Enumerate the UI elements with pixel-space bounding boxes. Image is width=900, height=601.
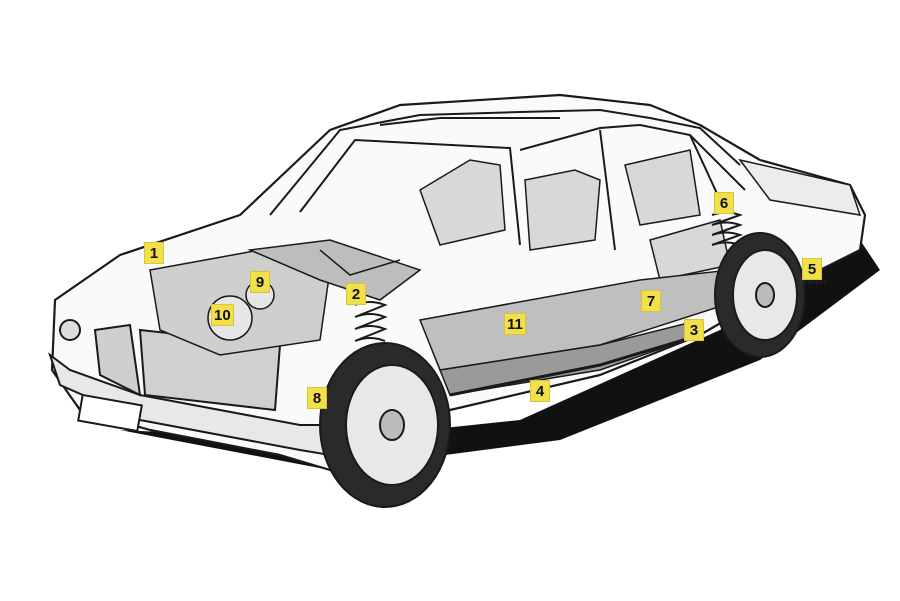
callout-2: 2 (346, 283, 366, 305)
trunk-lid (738, 158, 862, 216)
rear-wheel (714, 232, 806, 358)
callout-3: 3 (684, 319, 704, 341)
callout-1: 1 (144, 242, 164, 264)
seats (419, 149, 731, 281)
callout-6: 6 (714, 192, 734, 214)
callout-11: 11 (504, 313, 526, 335)
callout-5: 5 (802, 258, 822, 280)
signature: BEHRENS (800, 280, 827, 286)
front-wheel (319, 342, 451, 508)
roof-frame (269, 108, 746, 251)
front-end (48, 319, 331, 457)
side-trim (449, 333, 701, 397)
ground-shadow (120, 240, 880, 470)
engine-block (149, 239, 422, 356)
callout-8: 8 (307, 387, 327, 409)
callout-7: 7 (641, 290, 661, 312)
callout-10: 10 (211, 304, 234, 326)
rear-spring (711, 211, 743, 246)
callout-4: 4 (530, 380, 550, 402)
front-spring (354, 301, 388, 342)
callout-9: 9 (250, 271, 270, 293)
